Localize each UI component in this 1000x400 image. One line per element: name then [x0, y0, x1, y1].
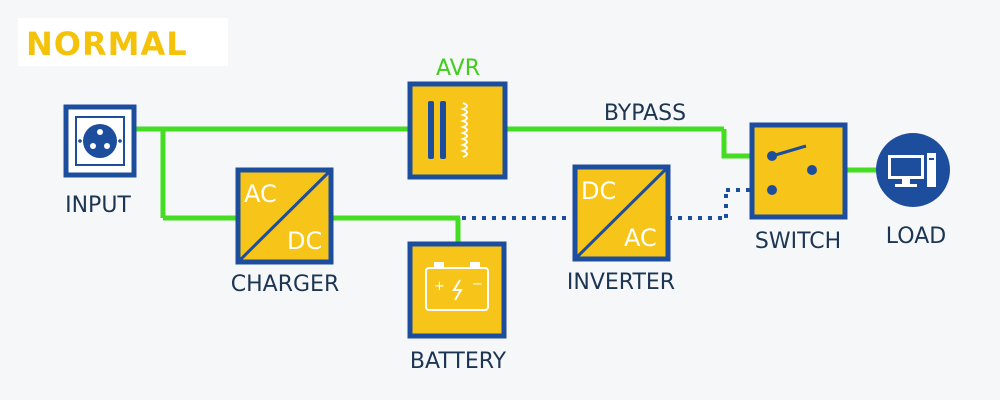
- switch-box: [749, 122, 848, 220]
- bypass-label: BYPASS: [604, 101, 686, 126]
- charger-ac-text: AC: [244, 180, 277, 208]
- switch-node: SWITCH: [749, 122, 848, 254]
- battery-icon: + −: [425, 262, 489, 311]
- power-outlet-icon: [75, 116, 125, 166]
- charger-diagonal: [236, 168, 333, 264]
- avr-node: AVR: [407, 56, 508, 180]
- inverter-label: INVERTER: [567, 270, 675, 295]
- load-label: LOAD: [886, 224, 946, 249]
- battery-node: + − BATTERY: [407, 241, 507, 374]
- charger-dc-text: DC: [287, 227, 322, 255]
- inverter-node: DC AC INVERTER: [567, 164, 675, 295]
- switch-contact-icon: [767, 144, 817, 195]
- title-background: [18, 18, 228, 66]
- inverter-dc-text: DC: [581, 177, 616, 205]
- computer-icon: [888, 153, 936, 187]
- svg-text:+: +: [434, 279, 445, 294]
- load-node: LOAD: [876, 133, 950, 249]
- inverter-ac-text: AC: [624, 224, 657, 252]
- inverter-diagonal: [573, 165, 670, 261]
- input-label: INPUT: [65, 193, 131, 218]
- battery-label: BATTERY: [410, 349, 507, 374]
- avr-box: [407, 81, 508, 180]
- switch-label: SWITCH: [755, 229, 841, 254]
- charger-label: CHARGER: [231, 272, 339, 297]
- avr-label: AVR: [436, 56, 480, 81]
- mode-title: NORMAL: [26, 25, 188, 63]
- coil-icon: [428, 101, 468, 159]
- input-node: INPUT: [63, 104, 137, 218]
- svg-text:−: −: [472, 277, 483, 292]
- charger-node: AC DC CHARGER: [231, 167, 339, 297]
- inactive-power-path: [462, 188, 770, 220]
